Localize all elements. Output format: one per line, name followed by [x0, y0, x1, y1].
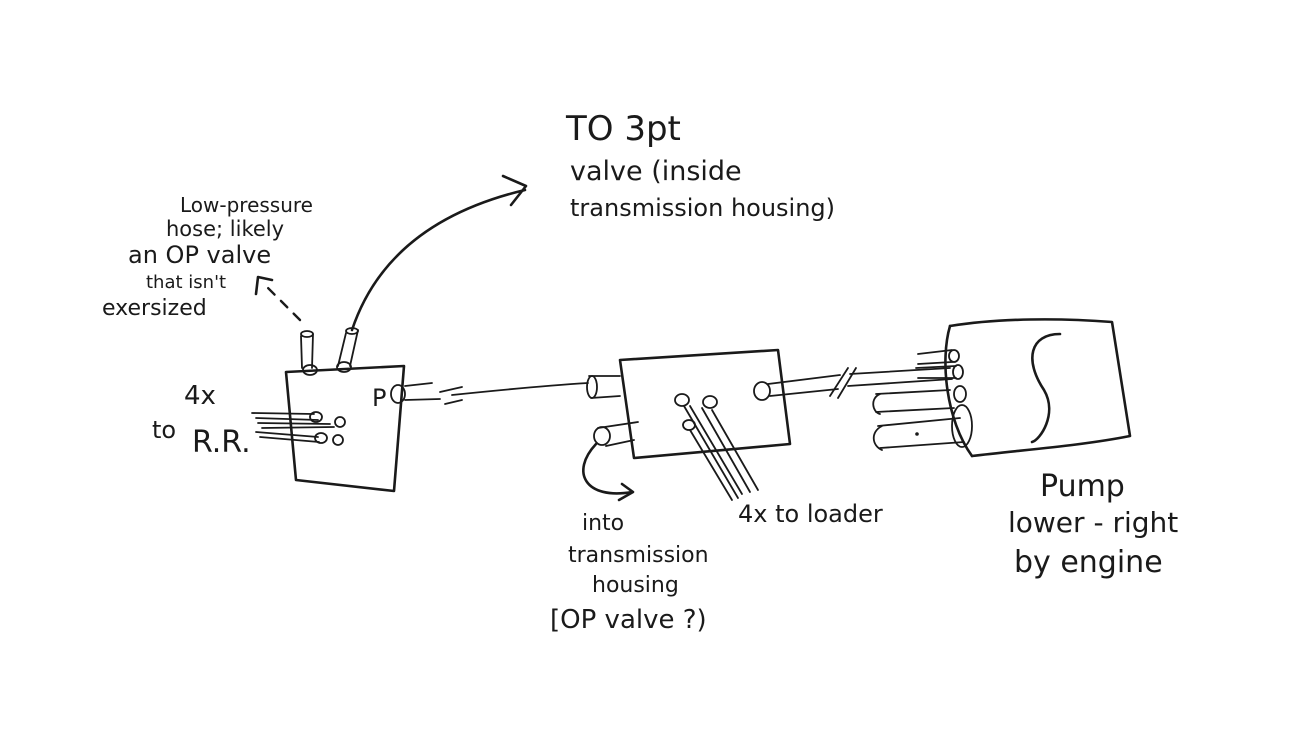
left-valve-block	[284, 361, 406, 493]
low-pressure-line3: an OP valve	[128, 241, 271, 269]
low-pressure-line5: exersized	[102, 296, 207, 321]
to-label: to	[152, 416, 176, 444]
supply-line-to-pump	[767, 367, 953, 399]
pump-line1: Pump	[1040, 469, 1125, 504]
label-pump: Pump lower - right by engine	[1008, 469, 1178, 580]
into-transmission-arrow	[582, 442, 635, 502]
to-3pt-line2: valve (inside	[570, 156, 742, 187]
into-line1: into	[582, 511, 624, 536]
loader-hoses	[683, 405, 759, 501]
low-pressure-dashed-arrow	[254, 275, 302, 322]
low-pressure-line1: Low-pressure	[180, 193, 313, 217]
low-pressure-hose-stub	[300, 330, 314, 369]
pressure-line	[404, 382, 589, 405]
label-to-3pt: TO 3pt valve (inside transmission housin…	[565, 109, 835, 222]
four-x-to-loader-label: 4x to loader	[738, 500, 883, 528]
pump-line2: lower - right	[1008, 506, 1178, 539]
low-pressure-line4: that isn't	[146, 272, 226, 293]
label-low-pressure: Low-pressure hose; likely an OP valve th…	[102, 193, 313, 321]
port-p-label: P	[372, 384, 386, 412]
to-3pt-line1: TO 3pt	[565, 109, 681, 149]
to-3pt-line3: transmission housing)	[570, 194, 835, 222]
hose-to-3pt-valve	[337, 174, 528, 367]
label-into-transmission: into transmission housing [OP valve ?)	[550, 511, 709, 635]
rr-hoses	[251, 412, 335, 443]
label-four-x-rr: 4x to R.R.	[152, 381, 251, 460]
pump-line3: by engine	[1014, 545, 1163, 580]
into-line4: [OP valve ?)	[550, 605, 707, 635]
loader-valve-block	[586, 348, 792, 460]
into-line3: housing	[592, 573, 679, 598]
low-pressure-line2: hose; likely	[166, 217, 284, 241]
pump-body	[872, 318, 1132, 458]
rr-label: R.R.	[192, 425, 251, 460]
four-x-label: 4x	[184, 381, 216, 411]
into-line2: transmission	[568, 543, 709, 568]
